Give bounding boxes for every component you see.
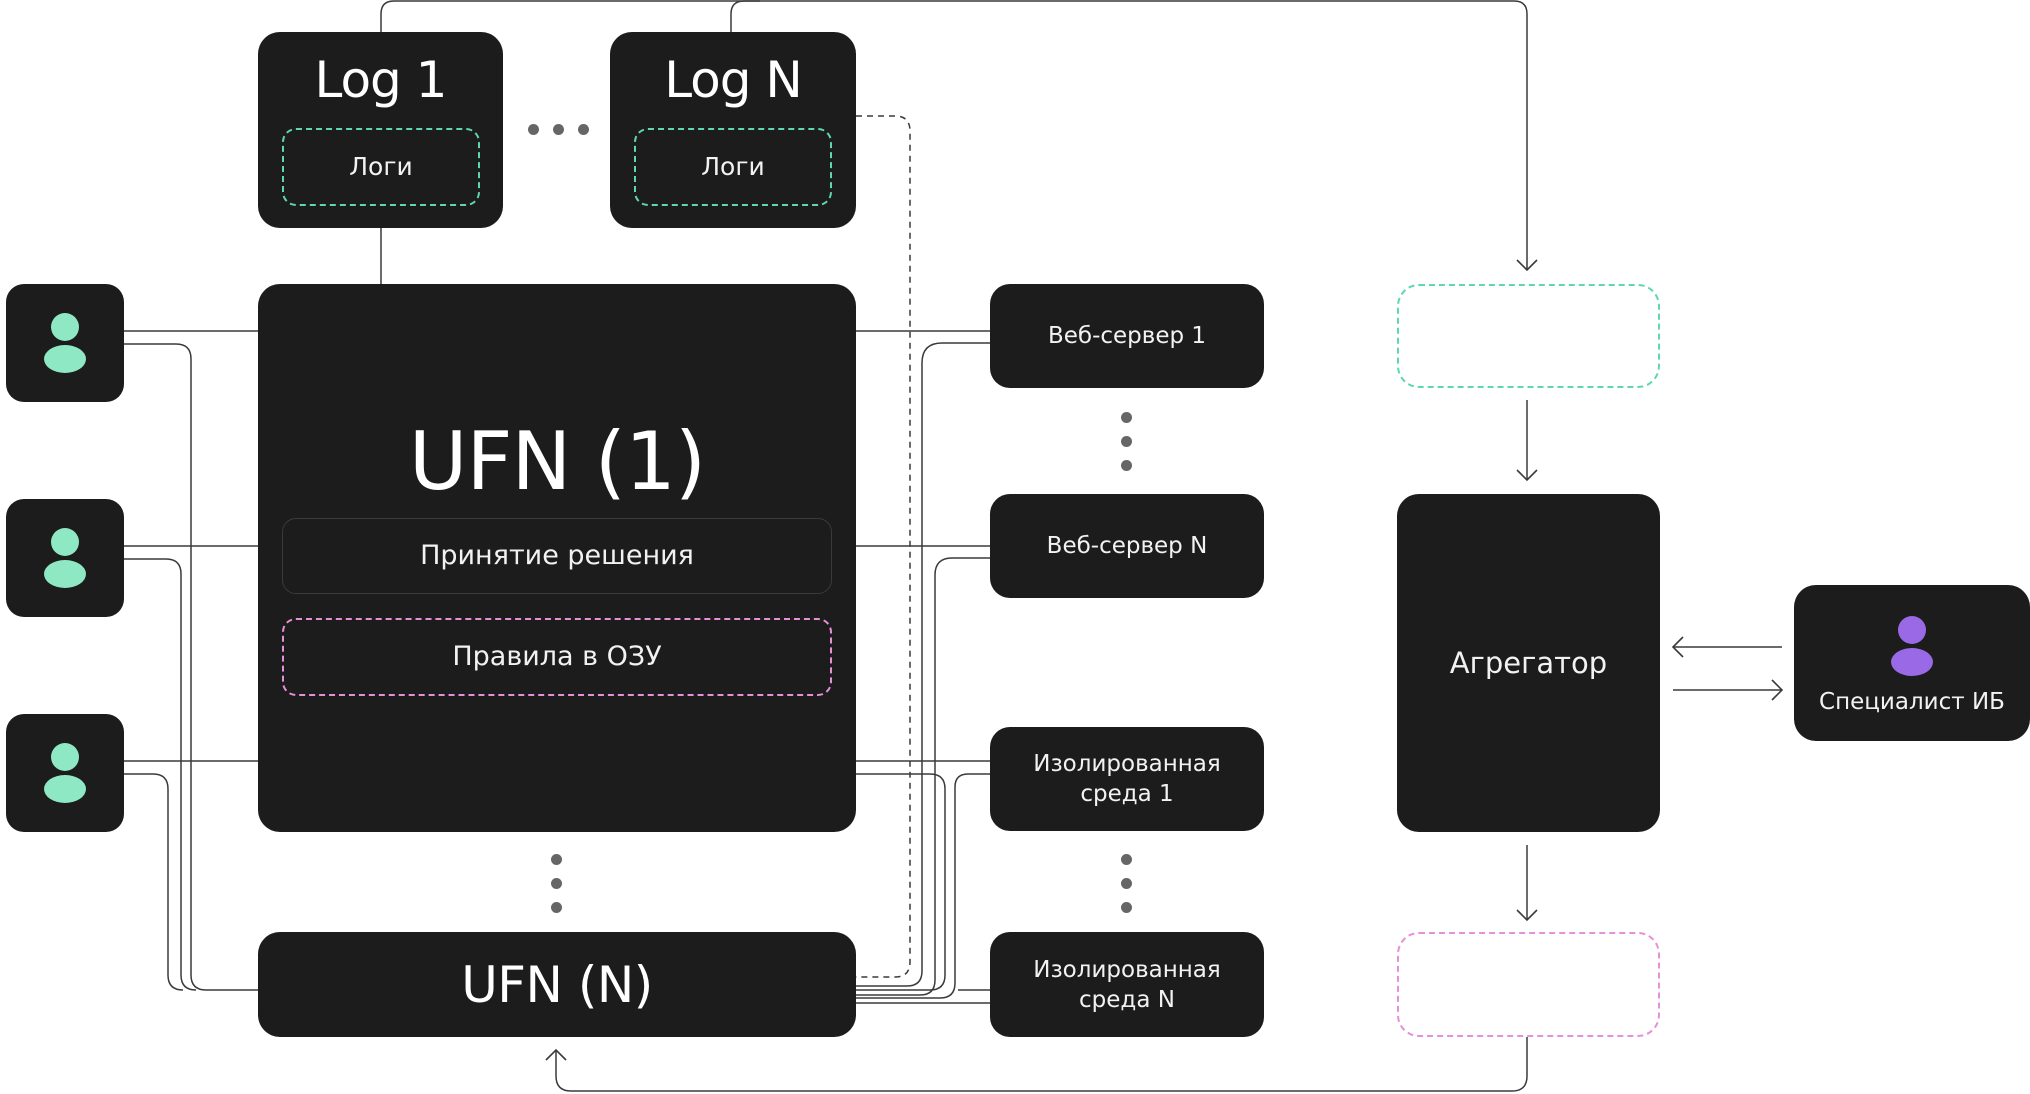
- ellipsis-dot: [551, 854, 562, 865]
- line-user1-ufnN: [124, 343, 258, 991]
- ellipsis-dot: [528, 124, 539, 135]
- arrow-output-ufnN: [545, 1037, 1528, 1092]
- aggregator-label: Агрегатор: [1449, 646, 1608, 680]
- person-icon: [44, 313, 86, 373]
- user-node-2: [6, 499, 124, 617]
- security-specialist-node: Специалист ИБ: [1794, 585, 2030, 741]
- web-server-label: Веб-сервер 1: [1047, 323, 1207, 349]
- ellipsis-dot: [551, 902, 562, 913]
- person-icon: [44, 743, 86, 803]
- specialist-label: Специалист ИБ: [1819, 689, 2005, 715]
- web-server-label: Веб-сервер N: [1046, 533, 1208, 559]
- isolated-env-line2: среда 1: [1080, 781, 1174, 807]
- logs-storage: Логи: [634, 128, 832, 206]
- user-node-1: [6, 284, 124, 402]
- isolated-env-line1: Изолированная: [1033, 956, 1221, 983]
- ellipsis-dot: [1121, 878, 1132, 889]
- line-user3-ufnN: [124, 773, 184, 991]
- line-log1-to-collector: [380, 0, 1538, 272]
- ufn-title: UFN (N): [461, 955, 653, 1014]
- ellipsis-dot: [1121, 436, 1132, 447]
- line-ufn1-env1-b: [856, 773, 946, 991]
- isolated-env-line2: среда N: [1079, 986, 1175, 1013]
- ellipsis-dot: [551, 878, 562, 889]
- rules-label: Правила в ОЗУ: [452, 641, 662, 672]
- ufn-ellipsis: [551, 854, 562, 913]
- log-node-1: Log 1 Логи: [258, 32, 503, 228]
- log-node-n: Log N Логи: [610, 32, 856, 228]
- person-icon: [1891, 616, 1933, 676]
- line-ufnN-webN: [856, 557, 990, 996]
- isolated-env-n: Изолированная среда N: [990, 932, 1264, 1037]
- web-server-ellipsis: [1121, 412, 1132, 471]
- isolated-env-1: Изолированная среда 1: [990, 727, 1264, 831]
- line-ufnN-web1: [856, 342, 990, 987]
- input-collector: [1397, 284, 1660, 388]
- line-logN-to-collector: [730, 0, 760, 32]
- ufn-node-n: UFN (N): [258, 932, 856, 1037]
- web-server-n: Веб-сервер N: [990, 494, 1264, 598]
- ellipsis-dot: [578, 124, 589, 135]
- ellipsis-dot: [1121, 854, 1132, 865]
- log-ellipsis: [528, 124, 589, 135]
- logs-storage-label: Логи: [701, 152, 765, 181]
- decision-block: Принятие решения: [282, 518, 832, 594]
- user-node-3: [6, 714, 124, 832]
- ellipsis-dot: [1121, 902, 1132, 913]
- log-node-title: Log 1: [314, 51, 447, 109]
- ellipsis-dot: [1121, 460, 1132, 471]
- person-icon: [44, 528, 86, 588]
- rules-in-ram-block: Правила в ОЗУ: [282, 618, 832, 696]
- web-server-1: Веб-сервер 1: [990, 284, 1264, 388]
- line-user2-ufnN: [124, 558, 197, 991]
- output-block: [1397, 932, 1660, 1037]
- isolated-env-ellipsis: [1121, 854, 1132, 913]
- aggregator-node: Агрегатор: [1397, 494, 1660, 832]
- logs-storage: Логи: [282, 128, 480, 206]
- log-node-title: Log N: [664, 51, 803, 109]
- decision-label: Принятие решения: [420, 540, 694, 571]
- ufn-title: UFN (1): [408, 415, 706, 508]
- ellipsis-dot: [553, 124, 564, 135]
- logs-storage-label: Логи: [349, 152, 413, 181]
- isolated-env-line1: Изолированная: [1033, 751, 1221, 777]
- line-ufnN-env1: [856, 773, 990, 999]
- ellipsis-dot: [1121, 412, 1132, 423]
- ufn-node-1: UFN (1) Принятие решения Правила в ОЗУ: [258, 284, 856, 832]
